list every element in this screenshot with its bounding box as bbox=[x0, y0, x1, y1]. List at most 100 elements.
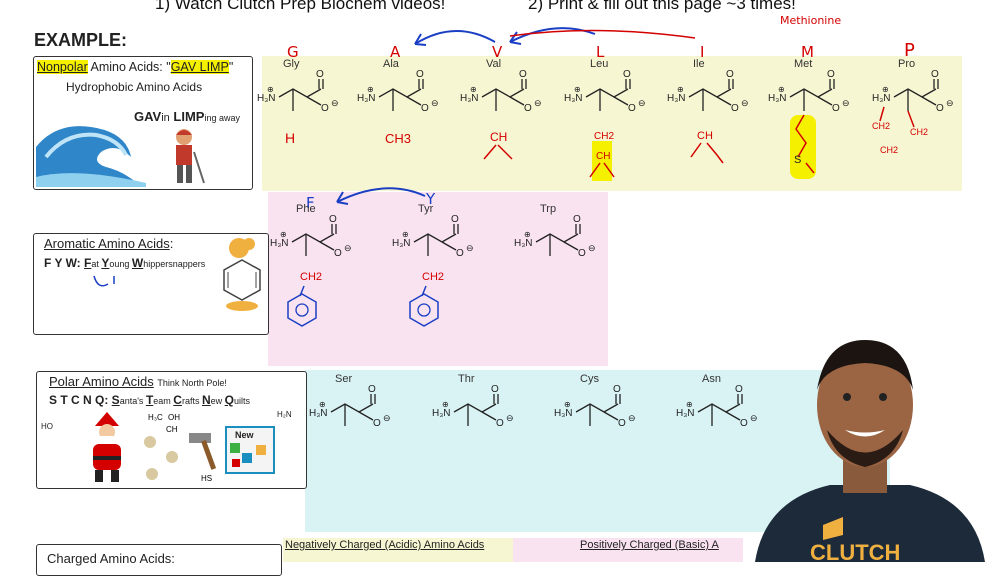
aa-trp-bonds bbox=[535, 233, 579, 251]
example-label: EXAMPLE: bbox=[34, 30, 128, 50]
aa-met-o-bottom: O bbox=[832, 103, 840, 114]
aa-leu-abbr-label: Leu bbox=[590, 58, 608, 70]
aa-pro-o-top: O bbox=[931, 69, 939, 80]
aa-ile-h3n: H₃N bbox=[667, 93, 686, 104]
aa-cys-double-bond bbox=[615, 394, 621, 404]
aa-ser-double-bond bbox=[370, 394, 376, 404]
letter-a: A bbox=[390, 43, 401, 61]
aa-asn-o-top: O bbox=[735, 384, 743, 395]
aa-tyr-double-bond bbox=[453, 224, 459, 234]
aa-pro-bonds bbox=[893, 88, 937, 106]
aa-phe-h3n: H₃N bbox=[270, 238, 289, 249]
nonpolar-word: Nonpolar bbox=[37, 60, 88, 74]
letter-y: Y bbox=[426, 190, 436, 208]
aa-ser-o-top: O bbox=[368, 384, 376, 395]
aa-val-o-top: O bbox=[519, 69, 527, 80]
aromatic-arrow bbox=[336, 187, 426, 205]
leu-highlight bbox=[592, 141, 612, 181]
met-sidechain-s: S bbox=[794, 154, 801, 166]
aa-cys-plus: ⊕ bbox=[564, 400, 571, 409]
aa-tyr-ch2: CH2 bbox=[422, 271, 444, 283]
aa-val-abbr-label: Val bbox=[486, 58, 501, 70]
aa-tyr-o-top: O bbox=[451, 214, 459, 225]
hammer-illustration: HS bbox=[189, 433, 217, 482]
aa-thr-o-top: O bbox=[491, 384, 499, 395]
aa-tyr-ring-circle bbox=[417, 303, 431, 317]
svg-text:OH: OH bbox=[168, 413, 180, 422]
aa-cys-abbr-label: Cys bbox=[580, 373, 599, 385]
aa-trp-o-bottom: O bbox=[578, 248, 586, 259]
aromatic-box: Aromatic Amino Acids: F Y W: Fat Young W… bbox=[33, 233, 269, 335]
aa-pro-abbr-label: Pro bbox=[898, 58, 915, 70]
aa-phe-o-top: O bbox=[329, 214, 337, 225]
aa-ile-o-top: O bbox=[726, 69, 734, 80]
aa-asn-plus: ⊕ bbox=[686, 400, 693, 409]
banner-text: CLUTCH bbox=[810, 540, 900, 562]
fyw-arrow-annotation bbox=[93, 275, 115, 287]
aa-met-abbr-label: Met bbox=[794, 58, 812, 70]
leu-sidechain-ch2: CH2 bbox=[594, 131, 614, 142]
aa-ala-o-bottom: O bbox=[421, 103, 429, 114]
aa-leu-bonds bbox=[585, 88, 629, 106]
ala-sidechain-ch3: CH3 bbox=[385, 131, 411, 146]
letter-i: I bbox=[700, 43, 705, 61]
aa-ala-abbr-label: Ala bbox=[383, 58, 400, 70]
benzene-ring-illustration bbox=[223, 238, 261, 311]
aa-gly-o-bottom: O bbox=[321, 103, 329, 114]
charged-box: Charged Amino Acids: bbox=[36, 544, 282, 576]
aa-leu-double-bond bbox=[625, 79, 631, 89]
aa-ser-bonds bbox=[330, 403, 374, 421]
leu-sidechain-ch: CH bbox=[596, 151, 610, 162]
letter-l: L bbox=[596, 43, 605, 61]
positive-charged-title: Positively Charged (Basic) A bbox=[580, 539, 719, 551]
aa-phe-minus: ⊖ bbox=[344, 243, 352, 253]
negative-charged-title: Negatively Charged (Acidic) Amino Acids bbox=[285, 539, 485, 551]
aa-gly-o-top: O bbox=[316, 69, 324, 80]
aa-asn-double-bond bbox=[737, 394, 743, 404]
aa-met-plus: ⊕ bbox=[778, 85, 785, 94]
met-chain bbox=[795, 114, 807, 158]
aa-trp-o-top: O bbox=[573, 214, 581, 225]
aa-pro-minus: ⊖ bbox=[946, 98, 954, 108]
aa-tyr-abbr-label: Tyr bbox=[418, 203, 434, 215]
aa-tyr-bonds bbox=[413, 233, 457, 251]
ile-branches bbox=[690, 142, 724, 164]
aa-val-o-bottom: O bbox=[524, 103, 532, 114]
aa-ala-o-top: O bbox=[416, 69, 424, 80]
aromatic-band bbox=[268, 192, 608, 366]
aa-thr-double-bond bbox=[493, 394, 499, 404]
pro-ring bbox=[879, 106, 915, 128]
aa-val-double-bond bbox=[521, 79, 527, 89]
aa-pro-plus: ⊕ bbox=[882, 85, 889, 94]
aa-ser-o-bottom: O bbox=[373, 418, 381, 429]
aa-asn-minus: ⊖ bbox=[750, 413, 758, 423]
positive-band bbox=[513, 538, 743, 562]
aa-ile-minus: ⊖ bbox=[741, 98, 749, 108]
aa-ser-abbr-label: Ser bbox=[335, 373, 352, 385]
negative-band bbox=[283, 538, 513, 562]
pro-ch2-right: CH2 bbox=[910, 127, 928, 137]
gav-limp-mnemonic: GAV LIMP bbox=[170, 60, 229, 74]
aa-pro-double-bond bbox=[933, 79, 939, 89]
aa-ala-bonds bbox=[378, 88, 422, 106]
aa-trp-plus: ⊕ bbox=[524, 230, 531, 239]
aa-gly-minus: ⊖ bbox=[331, 98, 339, 108]
aa-phe-abbr-label: Phe bbox=[296, 203, 316, 215]
aa-cys-o-bottom: O bbox=[618, 418, 626, 429]
aa-ile-abbr-label: Ile bbox=[693, 58, 705, 70]
aa-val-plus: ⊕ bbox=[470, 85, 477, 94]
aa-ile-double-bond bbox=[728, 79, 734, 89]
limping-person-illustration bbox=[176, 129, 205, 184]
aa-phe-bonds bbox=[291, 233, 335, 251]
aa-gly-h3n: H₃N bbox=[257, 93, 276, 104]
aa-ile-bonds bbox=[688, 88, 732, 106]
aa-phe-double-bond bbox=[331, 224, 337, 234]
santa-illustration bbox=[93, 412, 121, 482]
